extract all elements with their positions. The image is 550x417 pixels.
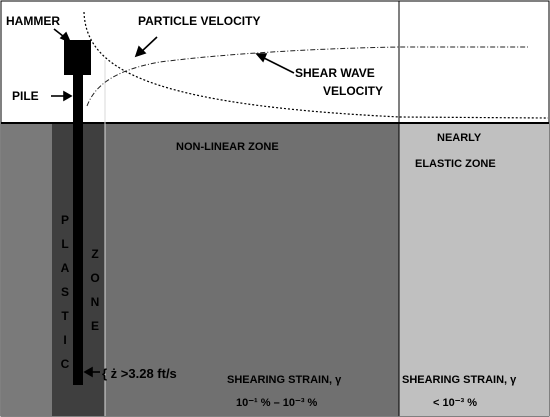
arrows <box>51 28 295 378</box>
zone-letter-0: Z <box>91 247 98 261</box>
shear-wave-arrow <box>261 56 295 74</box>
shear-wave-label-line2: VELOCITY <box>323 84 383 98</box>
zone-letters: ZONE <box>90 247 99 333</box>
plastic-letter-1: L <box>61 237 68 251</box>
zone-letter-2: N <box>91 295 100 309</box>
particle-velocity-arrowhead <box>134 45 147 58</box>
pile <box>73 75 83 385</box>
nonlinear-zone-label: NON-LINEAR ZONE <box>176 141 279 153</box>
nonlinear-shearing-strain-label: SHEARING STRAIN, γ <box>227 374 342 386</box>
plastic-letter-0: P <box>61 213 69 227</box>
pile-arrowhead <box>63 90 73 102</box>
particle-velocity-curve <box>83 11 549 119</box>
plastic-letter-2: A <box>61 261 70 275</box>
elastic-shearing-strain-label: SHEARING STRAIN, γ <box>402 374 517 386</box>
hammer-label: HAMMER <box>6 14 60 28</box>
elastic-zone-label-line1: NEARLY <box>437 132 482 144</box>
particle-velocity-label: PARTICLE VELOCITY <box>138 14 260 28</box>
zone-letter-1: O <box>90 271 99 285</box>
shear-wave-velocity-curve <box>86 46 528 107</box>
hammer <box>64 40 91 75</box>
shear-wave-arrowhead <box>255 53 268 63</box>
elastic-strain-range: < 10⁻³ % <box>433 397 477 409</box>
zone-letter-3: E <box>91 319 99 333</box>
elastic-zone-region <box>399 123 549 416</box>
plastic-letter-4: T <box>61 309 69 323</box>
nonlinear-strain-range: 10⁻¹ % – 10⁻³ % <box>236 397 318 409</box>
plastic-letter-6: C <box>61 357 70 371</box>
hammer-arrowhead <box>59 31 72 44</box>
plastic-letter-5: I <box>63 333 66 347</box>
plastic-letter-3: S <box>61 285 69 299</box>
velocity-condition-arrowhead <box>83 366 93 378</box>
elastic-zone-label-line2: ELASTIC ZONE <box>415 158 496 170</box>
velocity-condition-label: { ż >3.28 ft/s <box>102 366 177 381</box>
pile-label: PILE <box>12 89 39 103</box>
shear-wave-label-line1: SHEAR WAVE <box>295 66 375 80</box>
nonlinear-zone-region <box>105 123 399 416</box>
